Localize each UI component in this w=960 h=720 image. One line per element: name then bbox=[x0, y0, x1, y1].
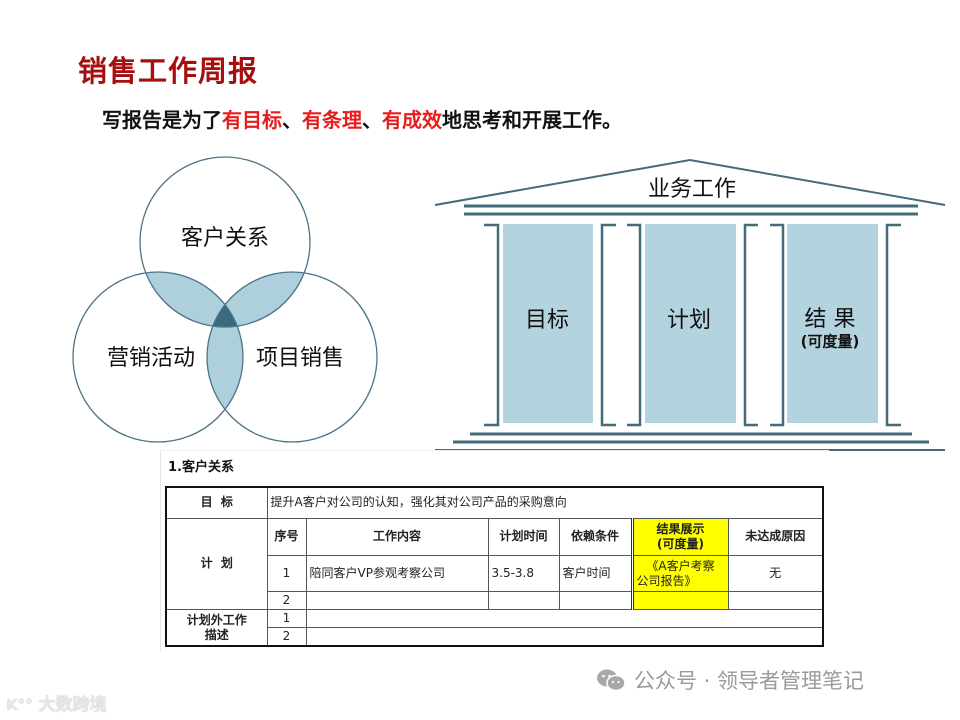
pillar-label-result: 结 果 bbox=[804, 307, 856, 332]
venn-label-marketing: 营销活动 bbox=[106, 346, 196, 371]
table-row-goal: 目 标 提升A客户对公司的认知，强化其对公司产品的采购意向 bbox=[165, 486, 824, 519]
header-no: 序号 bbox=[266, 517, 307, 556]
subtitle-part: 地思考和开展工作。 bbox=[442, 108, 622, 132]
goal-label: 目 标 bbox=[165, 486, 268, 519]
venn-circle-left bbox=[72, 271, 244, 443]
table-row-plan-header: 计 划 序号 工作内容 计划时间 依赖条件 结果展示 (可度量) 未达成原因 bbox=[165, 517, 824, 611]
wechat-icon bbox=[597, 669, 626, 692]
table-row: 1 陪同客户VP参观考察公司 3.5-3.8 客户时间 《A客户考察 公司报告》… bbox=[166, 554, 824, 593]
subtitle-highlight: 有成效 bbox=[382, 108, 442, 132]
cell-result-line2: 公司报告》 bbox=[636, 573, 697, 588]
watermark-right-text: 公众号 · 领导者管理笔记 bbox=[634, 669, 865, 693]
watermark-left-text: 大数跨境 bbox=[38, 695, 107, 715]
venn-circle-top bbox=[139, 156, 311, 328]
subtitle: 写报告是为了有目标、有条理、有成效地思考和开展工作。 bbox=[102, 104, 622, 133]
cell-result: 《A客户考察 公司报告》 bbox=[630, 554, 729, 593]
cell-no: 1 bbox=[266, 609, 307, 629]
venn-circle-right bbox=[206, 271, 378, 443]
venn-diagram bbox=[72, 156, 378, 443]
logo-icon: K°° bbox=[6, 696, 33, 714]
header-result-line1: 结果展示 bbox=[656, 521, 705, 536]
cell-no: 2 bbox=[266, 627, 307, 647]
cell-reason bbox=[727, 591, 824, 611]
page-title: 销售工作周报 bbox=[78, 54, 259, 88]
cell-result bbox=[630, 591, 729, 611]
header-result: 结果展示 (可度量) bbox=[630, 517, 729, 556]
cell-dependency: 客户时间 bbox=[558, 554, 633, 593]
header-result-line2: (可度量) bbox=[657, 536, 704, 551]
table-row-extra: 2 bbox=[166, 627, 824, 647]
header-dependency: 依赖条件 bbox=[558, 517, 633, 556]
cell-time: 3.5-3.8 bbox=[487, 554, 560, 593]
pillar-sublabel-measurable: (可度量) bbox=[800, 332, 860, 351]
pillar-label-plan: 计划 bbox=[666, 308, 712, 333]
cell-dependency bbox=[558, 591, 633, 611]
venn-label-project-sales: 项目销售 bbox=[255, 346, 345, 371]
pillar-label-goal: 目标 bbox=[524, 308, 570, 333]
subtitle-highlight: 有目标 bbox=[222, 108, 282, 132]
cell-content bbox=[305, 591, 489, 611]
watermark-logo: K°° 大数跨境 bbox=[6, 690, 107, 715]
cell-no: 1 bbox=[266, 554, 307, 593]
watermark-wechat: 公众号 · 领导者管理笔记 bbox=[596, 665, 864, 695]
extra-work-label-line1: 计划外工作 bbox=[186, 612, 247, 627]
cell-result-line1: 《A客户考察 bbox=[646, 558, 715, 573]
venn-label-customer: 客户关系 bbox=[180, 226, 270, 251]
subtitle-part: 写报告是为了 bbox=[102, 108, 222, 132]
temple-roof-label: 业务工作 bbox=[647, 177, 737, 202]
subtitle-part: 、 bbox=[362, 108, 382, 132]
cell-time bbox=[487, 591, 560, 611]
plan-label: 计 划 bbox=[165, 517, 268, 611]
header-time: 计划时间 bbox=[487, 517, 560, 556]
extra-work-label-line2: 描述 bbox=[204, 627, 229, 642]
header-content: 工作内容 bbox=[305, 517, 489, 556]
subtitle-part: 、 bbox=[282, 108, 302, 132]
table-row: 2 bbox=[166, 591, 824, 611]
cell-no: 2 bbox=[266, 591, 307, 611]
section-title: 1.客户关系 bbox=[168, 460, 234, 475]
goal-text: 提升A客户对公司的认知，强化其对公司产品的采购意向 bbox=[266, 486, 824, 519]
subtitle-highlight: 有条理 bbox=[302, 108, 362, 132]
cell-content: 陪同客户VP参观考察公司 bbox=[305, 554, 489, 593]
cell-content bbox=[305, 609, 824, 629]
spreadsheet-background bbox=[160, 450, 829, 651]
header-reason: 未达成原因 bbox=[727, 517, 824, 556]
weekly-report-table: 目 标 提升A客户对公司的认知，强化其对公司产品的采购意向 计 划 序号 工作内… bbox=[165, 486, 825, 647]
table-row-extra: 计划外工作 描述 1 bbox=[165, 609, 824, 647]
cell-reason: 无 bbox=[727, 554, 824, 593]
extra-work-label: 计划外工作 描述 bbox=[165, 609, 268, 647]
cell-content bbox=[305, 627, 824, 647]
temple-diagram bbox=[434, 158, 946, 451]
